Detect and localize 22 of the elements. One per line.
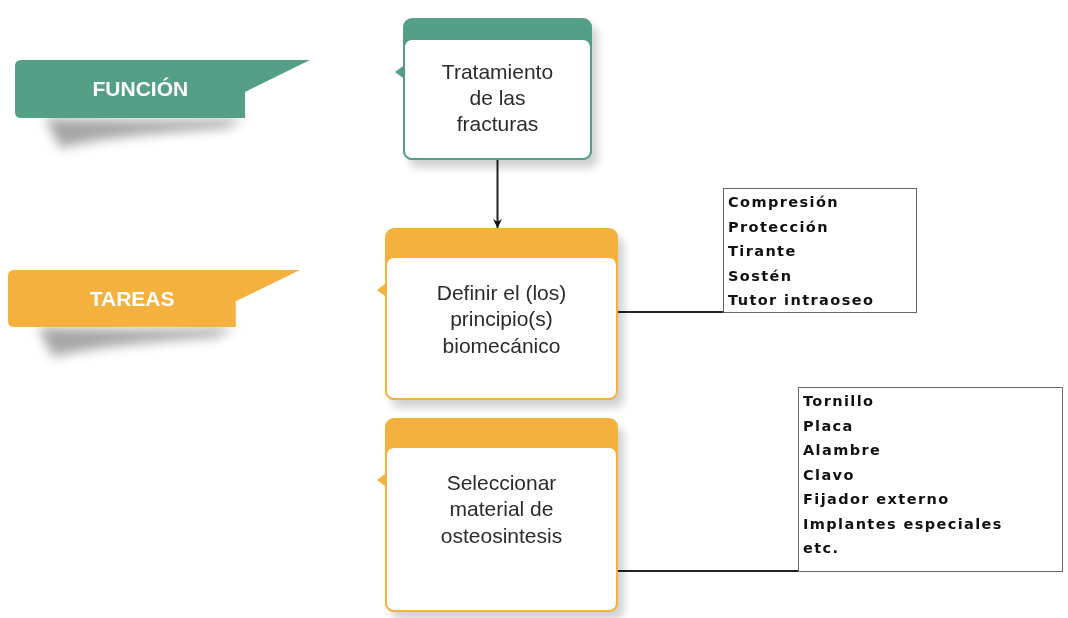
list-item: Protección bbox=[728, 217, 830, 237]
list-item: Compresión bbox=[728, 193, 840, 212]
card-text: Seleccionar material de osteosintesis bbox=[439, 470, 564, 549]
list-item: Sostén bbox=[728, 266, 794, 286]
arrow bbox=[493, 159, 502, 229]
list-item: etc. bbox=[803, 539, 841, 558]
card-text: Definir el (los) principio(s) biomecánico bbox=[435, 280, 568, 359]
list-item: Fijador externo bbox=[803, 490, 951, 509]
list-item: Placa bbox=[803, 416, 855, 436]
list-box bbox=[723, 188, 917, 313]
ribbon-label: TAREAS bbox=[88, 285, 176, 312]
ribbon-label: FUNCIÓN bbox=[91, 76, 190, 102]
list-item: Tirante bbox=[728, 242, 798, 261]
list-box bbox=[798, 387, 1063, 572]
list-item: Clavo bbox=[803, 465, 856, 485]
list-item: Implantes especiales bbox=[803, 514, 1004, 534]
card-text: Tratamiento de las fracturas bbox=[440, 58, 555, 138]
list-item: Alambre bbox=[803, 441, 883, 460]
connector-line bbox=[617, 311, 724, 313]
list-item: Tornillo bbox=[803, 392, 876, 411]
connector-line bbox=[617, 570, 799, 572]
list-item: Tutor intraoseo bbox=[728, 291, 876, 310]
